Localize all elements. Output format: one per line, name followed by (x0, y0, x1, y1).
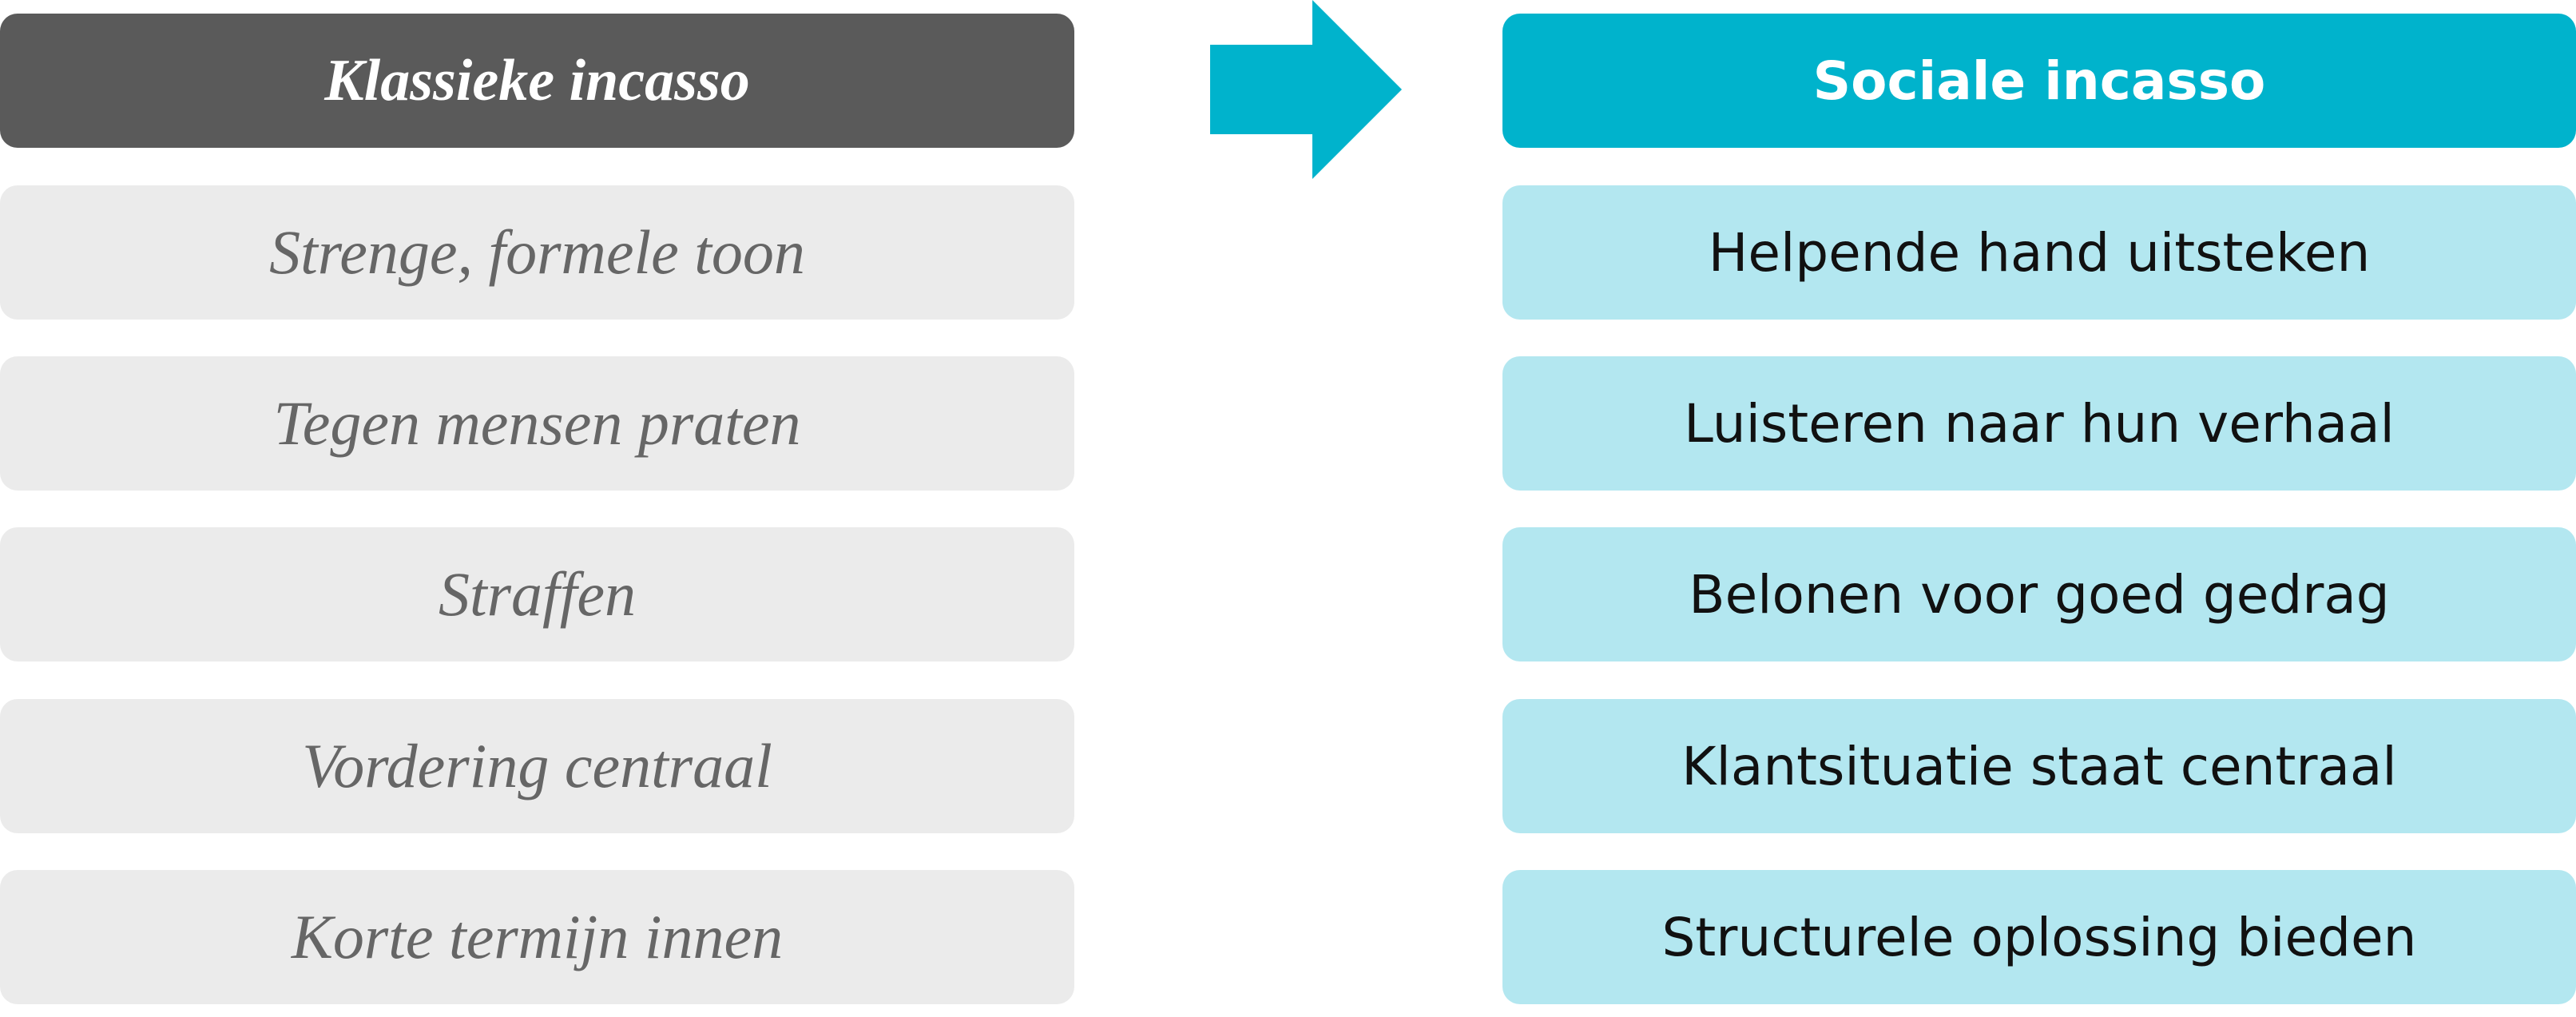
social-collection-header-label: Sociale incasso (1812, 50, 2266, 112)
classic-item: Vordering centraal (0, 699, 1074, 833)
social-item-label: Structurele oplossing bieden (1661, 906, 2417, 968)
classic-item: Strenge, formele toon (0, 185, 1074, 320)
social-item: Structurele oplossing bieden (1502, 870, 2576, 1004)
classic-collection-header: Klassieke incasso (0, 14, 1074, 148)
classic-item: Korte termijn innen (0, 870, 1074, 1004)
social-item: Klantsituatie staat centraal (1502, 699, 2576, 833)
classic-collection-header-label: Klassieke incasso (324, 47, 750, 113)
social-item-label: Helpende hand uitsteken (1708, 221, 2371, 284)
classic-item-label: Vordering centraal (302, 731, 772, 800)
social-item-label: Klantsituatie staat centraal (1681, 735, 2397, 797)
classic-item-label: Strenge, formele toon (269, 217, 805, 287)
classic-item-label: Straffen (439, 559, 636, 629)
classic-item: Straffen (0, 527, 1074, 661)
classic-item-label: Korte termijn innen (291, 902, 784, 971)
social-item-label: Belonen voor goed gedrag (1689, 563, 2390, 626)
classic-item: Tegen mensen praten (0, 356, 1074, 491)
social-item-label: Luisteren naar hun verhaal (1684, 392, 2395, 455)
social-item: Belonen voor goed gedrag (1502, 527, 2576, 661)
social-item: Luisteren naar hun verhaal (1502, 356, 2576, 491)
social-collection-header: Sociale incasso (1502, 14, 2576, 148)
arrow-shape (1210, 0, 1402, 179)
arrow-right-icon (1210, 0, 1402, 179)
social-item: Helpende hand uitsteken (1502, 185, 2576, 320)
classic-item-label: Tegen mensen praten (273, 388, 801, 458)
